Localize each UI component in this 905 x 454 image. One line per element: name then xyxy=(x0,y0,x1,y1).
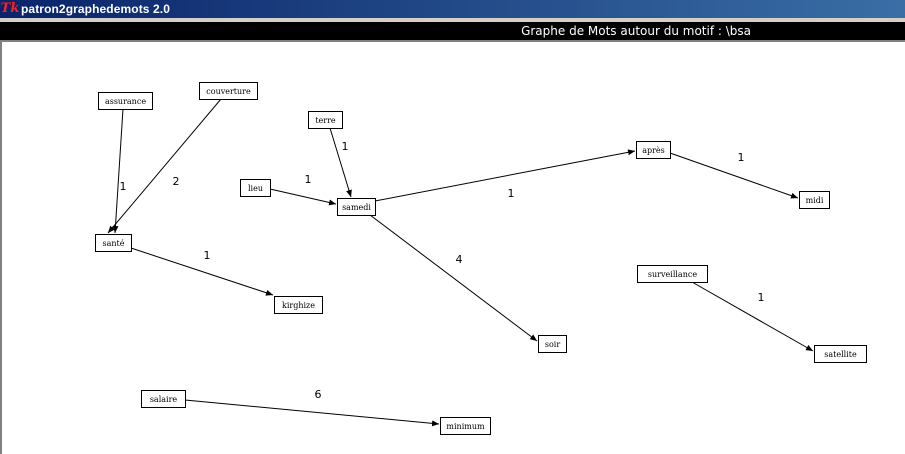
edge-weight-couverture-sante: 2 xyxy=(173,175,180,188)
edge-weight-samedi-apres: 1 xyxy=(508,187,515,200)
node-label-salaire: salaire xyxy=(150,395,178,404)
node-label-lieu: lieu xyxy=(248,184,263,193)
node-kirghize[interactable]: kirghize xyxy=(274,296,323,314)
graph-canvas[interactable]: 1 2 1 1 1 1 1 4 1 6 assurance couverture terre lieu s… xyxy=(0,40,905,454)
edge-lieu-samedi xyxy=(269,188,337,206)
node-box-couverture xyxy=(199,82,258,100)
node-label-surveillance: surveillance xyxy=(648,270,697,279)
edge-weight-terre-samedi: 1 xyxy=(342,140,349,153)
node-apres[interactable]: après xyxy=(636,141,671,159)
node-label-sante: santé xyxy=(103,239,125,248)
node-soir[interactable]: soir xyxy=(538,335,567,353)
node-box-minimum xyxy=(440,417,491,435)
node-label-midi: midi xyxy=(806,196,824,205)
edge-assurance-sante xyxy=(112,108,124,234)
nodes-layer: assurance couverture terre lieu samedi après m… xyxy=(95,82,867,435)
edge-sante-kirghize xyxy=(130,247,274,296)
node-midi[interactable]: midi xyxy=(799,191,830,209)
node-satellite[interactable]: satellite xyxy=(814,345,867,363)
node-samedi[interactable]: samedi xyxy=(337,198,376,216)
edge-samedi-soir xyxy=(369,214,538,342)
graph-header-bar: Graphe de Mots autour du motif : \bsa xyxy=(0,22,905,40)
edge-samedi-apres xyxy=(374,149,636,202)
edge-weight-samedi-soir: 4 xyxy=(456,253,463,266)
node-label-soir: soir xyxy=(545,340,560,349)
window-frame-strip xyxy=(0,18,905,22)
node-label-satellite: satellite xyxy=(824,350,857,359)
node-box-kirghize xyxy=(274,296,323,314)
node-box-midi xyxy=(799,191,830,209)
node-lieu[interactable]: lieu xyxy=(240,179,271,197)
node-box-apres xyxy=(636,141,671,159)
node-box-soir xyxy=(538,335,567,353)
edge-apres-midi xyxy=(669,152,799,199)
node-label-samedi: samedi xyxy=(342,203,371,212)
edge-weight-lieu-samedi: 1 xyxy=(305,173,312,186)
edge-weight-surveillance-satellite: 1 xyxy=(758,291,765,304)
node-assurance[interactable]: assurance xyxy=(98,92,153,110)
node-box-surveillance xyxy=(637,265,708,283)
graph-title: Graphe de Mots autour du motif : \bsa xyxy=(521,24,751,38)
node-label-terre: terre xyxy=(315,116,336,125)
node-box-satellite xyxy=(814,345,867,363)
node-surveillance[interactable]: surveillance xyxy=(637,265,708,283)
node-sante[interactable]: santé xyxy=(95,234,132,252)
word-graph: 1 2 1 1 1 1 1 4 1 6 assurance couverture terre lieu s… xyxy=(95,82,867,435)
node-couverture[interactable]: couverture xyxy=(199,82,258,100)
edge-couverture-sante xyxy=(107,98,222,234)
node-label-minimum: minimum xyxy=(446,422,485,431)
edge-surveillance-satellite xyxy=(691,281,814,352)
edge-weight-sante-kirghize: 1 xyxy=(204,249,211,262)
node-terre[interactable]: terre xyxy=(308,111,343,129)
node-label-apres: après xyxy=(642,146,665,155)
node-salaire[interactable]: salaire xyxy=(141,390,186,408)
node-label-assurance: assurance xyxy=(105,97,146,106)
edge-terre-samedi xyxy=(329,127,352,198)
node-box-sante xyxy=(95,234,132,252)
edges-layer: 1 2 1 1 1 1 1 4 1 6 xyxy=(107,98,814,427)
window-title: patron2graphedemots 2.0 xyxy=(21,2,171,16)
node-label-kirghize: kirghize xyxy=(282,301,315,310)
node-label-couverture: couverture xyxy=(206,87,251,96)
edge-salaire-minimum xyxy=(184,399,440,427)
edge-weight-salaire-minimum: 6 xyxy=(315,388,322,401)
edge-weight-assurance-sante: 1 xyxy=(120,180,127,193)
node-box-terre xyxy=(308,111,343,129)
node-minimum[interactable]: minimum xyxy=(440,417,491,435)
node-box-assurance xyxy=(98,92,153,110)
node-box-lieu xyxy=(240,179,271,197)
title-bar[interactable]: Tk patron2graphedemots 2.0 xyxy=(0,0,905,18)
node-box-samedi xyxy=(337,198,376,216)
tk-feather-icon: Tk xyxy=(0,1,20,16)
node-box-salaire xyxy=(141,390,186,408)
edge-weight-apres-midi: 1 xyxy=(738,151,745,164)
